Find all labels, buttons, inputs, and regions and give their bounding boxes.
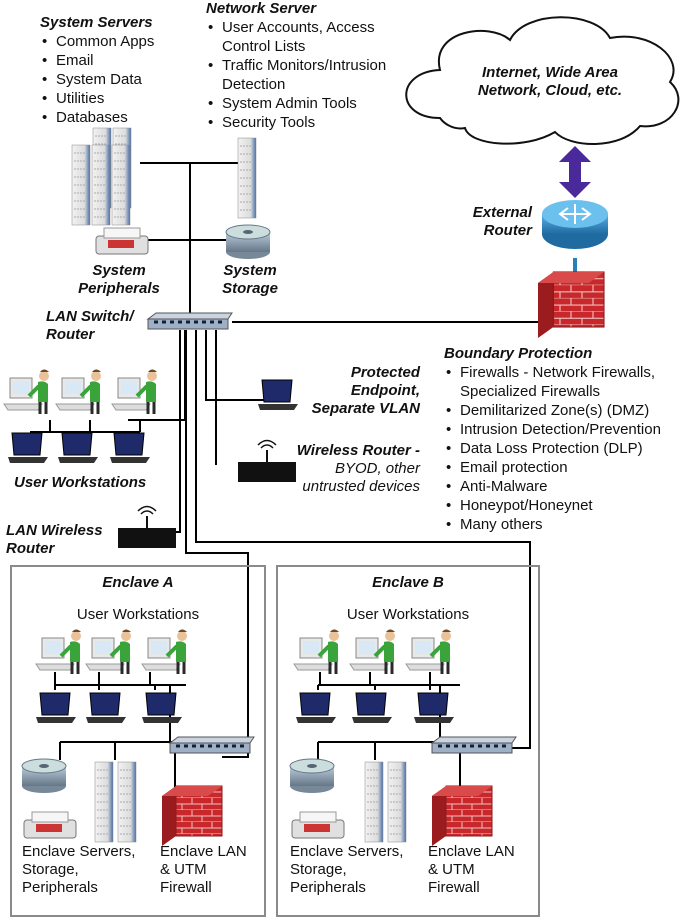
list-item: System Data	[40, 70, 190, 89]
list-item: Utilities	[40, 89, 190, 108]
arrow-double	[559, 146, 591, 198]
lan-wireless-router-icon	[117, 505, 177, 549]
lan-switch-icon	[146, 311, 234, 331]
enclave-a-servers-label: Enclave Servers, Storage, Peripherals	[22, 843, 136, 896]
list-item: Honeypot/Honeynet	[444, 496, 684, 515]
enclave-a-workstations-label: User Workstations	[76, 606, 200, 623]
user-workstations-icon	[2, 367, 159, 464]
system-storage-icon	[225, 224, 271, 260]
list-item: Security Tools	[206, 113, 411, 132]
enclave-a-title: Enclave A	[102, 574, 174, 591]
boundary-protection-list: Firewalls - Network Firewalls, Specializ…	[444, 363, 684, 534]
system-servers-list: Common Apps Email System Data Utilities …	[40, 32, 190, 127]
system-servers-block: System Servers Common Apps Email System …	[40, 14, 190, 127]
list-item: User Accounts, Access Control Lists	[206, 18, 411, 56]
enclave-a-box	[10, 565, 266, 917]
system-servers-icon	[71, 127, 132, 226]
wireless-router-label-bold: Wireless Router -	[296, 442, 420, 459]
lan-wireless-router-label: LAN Wireless Router	[6, 522, 103, 557]
list-item: Common Apps	[40, 32, 190, 51]
list-item: Email	[40, 51, 190, 70]
list-item: Traffic Monitors/Intrusion Detection	[206, 56, 411, 94]
system-storage-label: System Storage	[222, 262, 278, 297]
enclave-b-servers-label: Enclave Servers, Storage, Peripherals	[290, 843, 404, 896]
external-router-label: External Router	[472, 204, 532, 239]
protected-endpoint-icon	[257, 379, 299, 411]
system-servers-title: System Servers	[40, 14, 153, 31]
network-server-list: User Accounts, Access Control Lists Traf…	[206, 18, 411, 132]
list-item: Databases	[40, 108, 190, 127]
list-item: Intrusion Detection/Prevention	[444, 420, 684, 439]
list-item: Email protection	[444, 458, 684, 477]
enclave-b-firewall-label: Enclave LAN & UTM Firewall	[428, 843, 515, 896]
list-item: Firewalls - Network Firewalls, Specializ…	[444, 363, 684, 401]
cloud-shape	[405, 16, 680, 146]
list-item: Anti-Malware	[444, 477, 684, 496]
list-item: Demilitarized Zone(s) (DMZ)	[444, 401, 684, 420]
lan-switch-label: LAN Switch/ Router	[46, 308, 134, 343]
enclave-a-firewall-label: Enclave LAN & UTM Firewall	[160, 843, 247, 896]
list-item: Many others	[444, 515, 684, 534]
boundary-protection-title: Boundary Protection	[444, 345, 593, 362]
protected-endpoint-label: Protected Endpoint, Separate VLAN	[311, 364, 420, 417]
user-workstations-label: User Workstations	[14, 474, 147, 491]
external-router-icon	[542, 200, 608, 249]
network-server-icon	[237, 137, 257, 219]
list-item: System Admin Tools	[206, 94, 411, 113]
enclave-b-box	[276, 565, 540, 917]
network-server-title: Network Server	[206, 0, 317, 17]
enclave-b-title: Enclave B	[372, 574, 444, 591]
system-printer-icon	[95, 227, 149, 255]
boundary-protection-block: Boundary Protection Firewalls - Network …	[444, 345, 684, 534]
wireless-router-label-rest: BYOD, other untrusted devices	[302, 460, 420, 495]
boundary-firewall-icon	[537, 271, 605, 339]
enclave-b-workstations-label: User Workstations	[346, 606, 470, 623]
cloud-label: Internet, Wide Area Network, Cloud, etc.	[477, 64, 623, 99]
wireless-router-icon	[237, 439, 297, 483]
list-item: Data Loss Protection (DLP)	[444, 439, 684, 458]
network-server-block: Network Server User Accounts, Access Con…	[206, 0, 411, 132]
system-peripherals-label: System Peripherals	[78, 262, 160, 297]
wireless-router-label: Wireless Router - BYOD, other untrusted …	[296, 442, 420, 496]
